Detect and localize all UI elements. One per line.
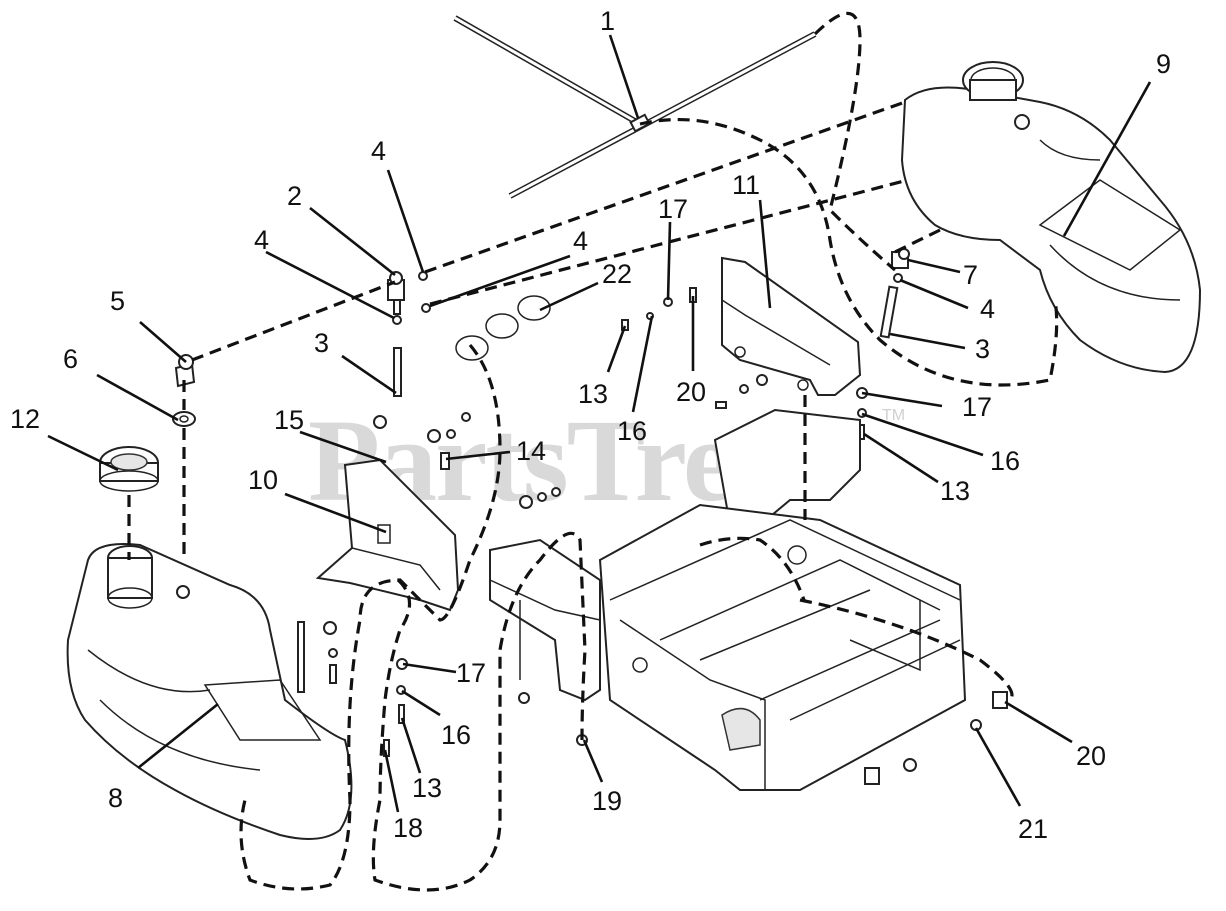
callout-14: 14 (516, 436, 546, 466)
callout-22: 22 (602, 259, 632, 289)
callout-9: 9 (1156, 49, 1171, 79)
callout-20b: 20 (1076, 741, 1106, 771)
callout-5: 5 (110, 286, 125, 316)
grommet (172, 411, 196, 427)
callout-17b: 17 (962, 392, 992, 422)
fuel-tube (453, 15, 817, 199)
callout-20a: 20 (676, 377, 706, 407)
callout-4a: 4 (371, 136, 386, 166)
left-fuel-tank (66, 543, 353, 840)
hoses (297, 285, 899, 693)
callouts: 1 2 3 3 4 4 4 4 5 6 7 8 9 10 11 12 13 13… (10, 6, 1171, 844)
callout-13a: 13 (578, 379, 608, 409)
callout-13b: 13 (940, 476, 970, 506)
callout-18: 18 (393, 813, 423, 843)
callout-21: 21 (1018, 814, 1048, 844)
callout-4b: 4 (254, 225, 269, 255)
callout-19: 19 (592, 786, 622, 816)
callout-16b: 16 (990, 446, 1020, 476)
right-fitting (891, 248, 910, 269)
callout-8: 8 (108, 783, 123, 813)
large-clamps (455, 295, 551, 361)
right-fuel-tank (900, 61, 1202, 374)
callout-7: 7 (963, 260, 978, 290)
watermark-trademark: TM (882, 407, 905, 424)
callout-3a: 3 (314, 328, 329, 358)
callout-11: 11 (732, 170, 760, 200)
fuel-line-routing (127, 11, 1059, 892)
callout-4c: 4 (573, 226, 588, 256)
callout-12: 12 (10, 404, 40, 434)
callout-1: 1 (600, 6, 615, 36)
callout-15: 15 (274, 405, 304, 435)
right-bracket (721, 256, 862, 396)
callout-13c: 13 (412, 773, 442, 803)
callout-4d: 4 (980, 294, 995, 324)
leader-lines (47, 34, 1152, 813)
left-bracket (315, 458, 460, 612)
callout-2: 2 (287, 181, 302, 211)
fuel-cap (99, 446, 159, 492)
callout-17a: 17 (658, 194, 688, 224)
callout-16a: 16 (617, 416, 647, 446)
main-frame (489, 408, 967, 791)
callout-17c: 17 (456, 658, 486, 688)
fuel-valve (387, 271, 405, 315)
hose-clamps (392, 271, 903, 325)
callout-6: 6 (63, 344, 78, 374)
callout-3b: 3 (975, 334, 990, 364)
callout-10: 10 (248, 465, 278, 495)
callout-16c: 16 (441, 720, 471, 750)
